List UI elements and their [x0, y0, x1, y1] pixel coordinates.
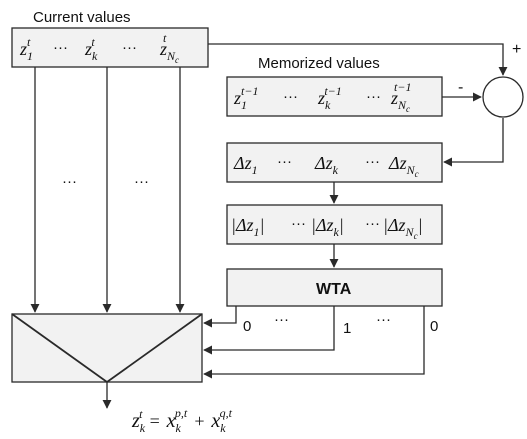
wire-wta-out-last [203, 306, 425, 379]
ellipsis: ··· [376, 311, 391, 328]
memorized-values-title: Memorized values [258, 55, 380, 72]
svg-text:Δz1: Δz1 [233, 153, 258, 177]
ellipsis: ··· [283, 88, 298, 105]
svg-text:|Δzk|: |Δzk| [311, 215, 344, 239]
output-equation: zkt=xkp,t+xkq,t [131, 406, 233, 435]
svg-text:zkt: zkt [84, 35, 98, 63]
svg-text:z1t: z1t [19, 35, 33, 63]
abs-delta-z-box: |Δz1| ··· |Δzk| ··· |ΔzNc| [226, 204, 443, 245]
wta-label: WTA [316, 281, 352, 298]
wta-output-0-label: 0 [243, 318, 251, 335]
svg-text:Δzk: Δzk [314, 153, 339, 177]
wire-current-to-subtractor [208, 43, 508, 76]
ellipsis: ··· [277, 153, 292, 170]
current-values-title: Current values [33, 9, 131, 26]
wta-output-1-label: 1 [343, 320, 351, 337]
svg-text:zNct: zNct [159, 31, 179, 65]
delta-z-box: Δz1 ··· Δzk ··· ΔzNc [226, 142, 443, 183]
wire-subtractor-to-delta [443, 118, 504, 167]
ellipsis: ··· [53, 39, 68, 56]
wta-output-last-label: 0 [430, 318, 438, 335]
memorized-values-box: z1t−1 ··· zkt−1 ··· zNct−1 [226, 76, 443, 117]
ellipsis: ··· [365, 153, 380, 170]
ellipsis: ··· [62, 173, 77, 190]
svg-text:|ΔzNc|: |ΔzNc| [383, 215, 423, 241]
minus-sign: - [458, 79, 463, 96]
ellipsis: ··· [274, 311, 289, 328]
subtractor-node [482, 76, 524, 118]
ellipsis: ··· [365, 215, 380, 232]
wta-box: WTA [226, 268, 443, 307]
plus-sign: + [512, 41, 521, 58]
wire-wta-out-0 [203, 306, 237, 328]
multiplexer-box [11, 313, 203, 384]
ellipsis: ··· [134, 173, 149, 190]
wire-wta-out-1 [203, 306, 335, 355]
svg-text:z1t−1: z1t−1 [233, 84, 258, 112]
svg-text:zNct−1: zNct−1 [390, 80, 411, 114]
ellipsis: ··· [366, 88, 381, 105]
svg-text:|Δz1|: |Δz1| [231, 215, 265, 239]
current-values-box: z1t ··· zkt ··· zNct [11, 27, 209, 68]
ellipsis: ··· [122, 39, 137, 56]
svg-text:zkt−1: zkt−1 [317, 84, 342, 112]
svg-text:ΔzNc: ΔzNc [388, 153, 419, 179]
ellipsis: ··· [291, 215, 306, 232]
